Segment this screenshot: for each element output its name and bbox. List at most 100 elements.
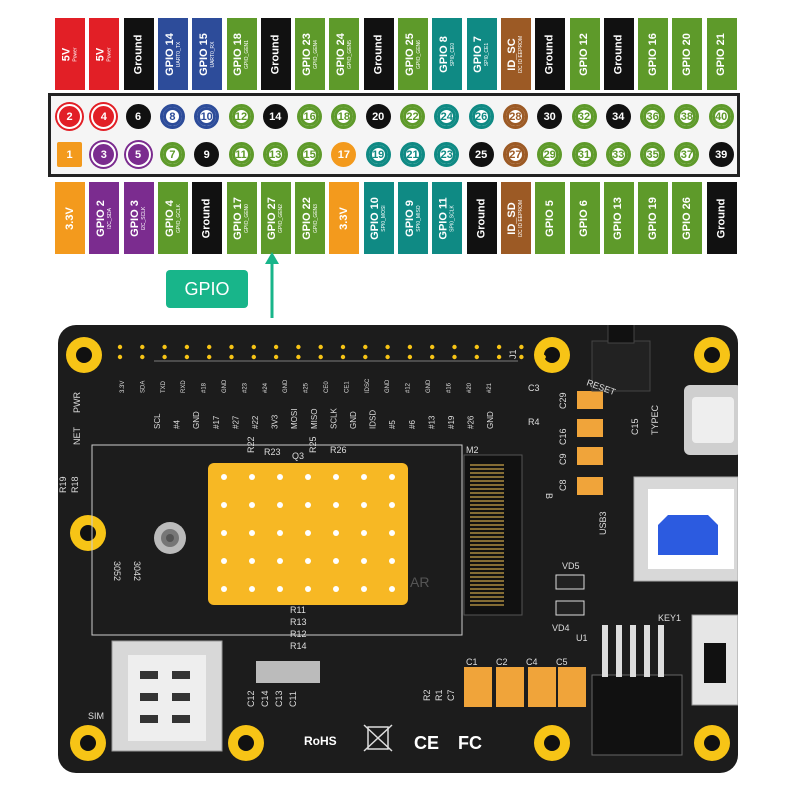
svg-text:AR: AR	[410, 574, 429, 590]
heatsink-hole	[305, 558, 311, 564]
svg-text:VD5: VD5	[562, 561, 580, 571]
pin-label-text: GPIO 16	[646, 32, 659, 76]
heatsink-hole	[333, 558, 339, 564]
pin-19: 19	[365, 142, 391, 167]
svg-text:R13: R13	[290, 617, 307, 627]
silk-pwr: PWR	[72, 392, 82, 413]
pin-label-text: GPIO 9	[403, 199, 416, 237]
pin-label-text: ID_SD	[506, 201, 519, 235]
pin-label-text: Ground	[612, 34, 625, 74]
pin-label-sub: I2C_SCLK	[141, 206, 148, 230]
pin-label-sub: SPI0_CE1	[484, 42, 491, 66]
pin-label-text: GPIO 14	[163, 32, 176, 76]
heatsink-hole	[221, 558, 227, 564]
svg-text:VD4: VD4	[552, 623, 570, 633]
svg-text:C3: C3	[528, 383, 540, 393]
heatsink-hole	[277, 530, 283, 536]
pin-18: 18	[331, 104, 357, 129]
pin-29: 29	[537, 142, 563, 167]
pin-label-text: GPIO 13	[612, 196, 625, 240]
pin-17: 17	[331, 142, 357, 167]
svg-text:U1: U1	[576, 633, 588, 643]
pin-label-text: GPIO 18	[232, 32, 245, 76]
pin-label-text: 3.3V	[63, 206, 76, 230]
mount-hole	[70, 515, 106, 551]
pin-label: Ground	[603, 18, 634, 90]
header-silk-label: #19	[447, 415, 456, 429]
svg-text:R4: R4	[528, 417, 540, 427]
svg-text:C15: C15	[630, 418, 640, 435]
svg-text:R11: R11	[290, 605, 306, 615]
mount-hole	[694, 725, 730, 761]
pin-label: GPIO 20	[672, 18, 703, 90]
pin-label-text: GPIO 8	[437, 35, 450, 73]
svg-text:M2: M2	[466, 445, 479, 455]
svg-text:C12: C12	[246, 690, 256, 707]
header-pin	[407, 344, 413, 350]
svg-text:R1: R1	[434, 689, 444, 701]
header-pin	[407, 354, 413, 360]
svg-text:C13: C13	[274, 690, 284, 707]
svg-text:3052: 3052	[112, 561, 122, 581]
pin-label-text: GPIO 19	[646, 196, 659, 240]
pin-label: Ground	[123, 18, 154, 90]
pin-6: 6	[125, 104, 151, 129]
header-pin	[251, 344, 256, 350]
header-pin	[318, 354, 323, 360]
heatsink-hole	[221, 586, 227, 592]
header-silk-label-top: #23	[242, 382, 248, 393]
header-pin	[496, 344, 502, 350]
pin-label-sub: Power	[106, 46, 113, 62]
pin-label-text: GPIO 7	[472, 35, 485, 73]
header-silk-label: GND	[192, 411, 201, 429]
header-silk-label: #13	[427, 415, 436, 429]
svg-text:R26: R26	[330, 445, 347, 455]
pin-15: 15	[297, 142, 323, 167]
pin-14: 14	[262, 104, 288, 129]
pin-label-text: GPIO 6	[578, 199, 590, 237]
pin-label-text: GPIO 26	[680, 196, 693, 240]
heatsink-hole	[361, 558, 367, 564]
header-pin	[140, 344, 145, 350]
header-silk-label: #5	[388, 420, 397, 429]
header-silk-label: #17	[212, 415, 221, 429]
svg-text:C8: C8	[558, 479, 568, 491]
mount-hole	[694, 337, 730, 373]
header-silk-label-top: #12	[406, 382, 412, 393]
heatsink-hole	[361, 586, 367, 592]
pin-label-sub: UART0_TX	[175, 41, 182, 67]
header-pin	[340, 344, 346, 350]
header-pin	[117, 344, 123, 350]
pin-label-text: GPIO 24	[334, 32, 347, 76]
pin-label-text: Ground	[475, 198, 488, 238]
svg-text:R25: R25	[308, 436, 318, 453]
heatsink-hole	[333, 474, 339, 480]
header-silk-label-top: #21	[487, 382, 493, 393]
svg-text:J1: J1	[508, 349, 518, 359]
pin-label-text: GPIO 15	[197, 32, 210, 76]
pin-9: 9	[194, 142, 220, 167]
header-pin	[519, 354, 524, 360]
header-pin	[251, 354, 256, 360]
heatsink-hole	[277, 558, 283, 564]
header-silk-label: MISO	[310, 409, 319, 429]
header-pin	[229, 354, 234, 360]
header-pin-rows	[117, 344, 546, 362]
header-silk-label-top: CE1	[344, 381, 350, 393]
heatsink-hole	[221, 530, 227, 536]
pin-label: 3.3V	[329, 182, 360, 254]
heatsink-hole	[277, 474, 283, 480]
header-pin	[474, 354, 479, 360]
svg-text:C4: C4	[526, 657, 538, 667]
pin-35: 35	[640, 142, 666, 167]
header-silk-label-top: GND	[283, 379, 289, 393]
header-pin	[162, 344, 167, 350]
pin-label: GPIO 12	[569, 18, 600, 90]
svg-text:C9: C9	[558, 453, 568, 465]
